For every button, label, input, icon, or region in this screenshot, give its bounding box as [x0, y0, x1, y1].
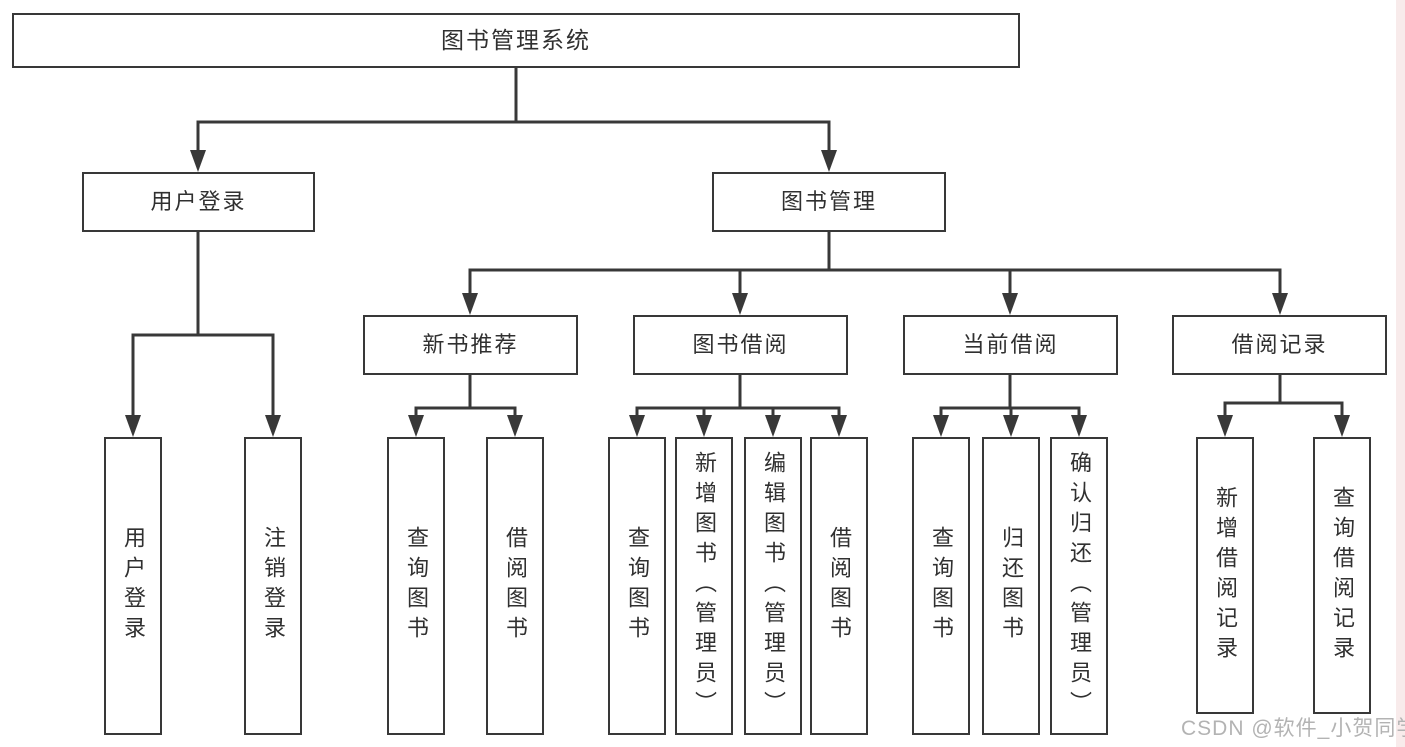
arrowhead	[1071, 415, 1087, 437]
leaf-bb-add-books-admin: 新增图书（管理员）	[675, 437, 733, 735]
arrowhead	[1272, 293, 1288, 315]
node-book-borrowing: 图书借阅	[633, 315, 848, 375]
arrowhead	[732, 293, 748, 315]
arrowhead	[125, 415, 141, 437]
arrowhead	[765, 415, 781, 437]
arrowhead	[821, 150, 837, 172]
leaf-br-add-record: 新增借阅记录	[1196, 437, 1254, 714]
node-library-system: 图书管理系统	[12, 13, 1020, 68]
arrowhead	[190, 150, 206, 172]
arrowhead	[265, 415, 281, 437]
arrowhead	[629, 415, 645, 437]
node-user-login: 用户登录	[82, 172, 315, 232]
arrowhead	[462, 293, 478, 315]
leaf-bb-edit-books-admin: 编辑图书（管理员）	[744, 437, 802, 735]
right-edge-strip	[1396, 0, 1405, 747]
leaf-br-query-record: 查询借阅记录	[1313, 437, 1371, 714]
arrowhead	[1003, 415, 1019, 437]
leaf-cb-return-books: 归还图书	[982, 437, 1040, 735]
arrowhead	[1217, 415, 1233, 437]
leaf-user-login: 用户登录	[104, 437, 162, 735]
leaf-bb-query-books: 查询图书	[608, 437, 666, 735]
leaf-logout-login: 注销登录	[244, 437, 302, 735]
arrowhead	[933, 415, 949, 437]
node-current-borrowing: 当前借阅	[903, 315, 1118, 375]
arrowhead	[1334, 415, 1350, 437]
leaf-cb-query-books: 查询图书	[912, 437, 970, 735]
leaf-nbr-borrow-books: 借阅图书	[486, 437, 544, 735]
leaf-bb-borrow-books: 借阅图书	[810, 437, 868, 735]
arrowhead	[696, 415, 712, 437]
arrowhead	[1002, 293, 1018, 315]
leaf-cb-confirm-return-admin: 确认归还（管理员）	[1050, 437, 1108, 735]
node-borrowing-records: 借阅记录	[1172, 315, 1387, 375]
node-book-management: 图书管理	[712, 172, 946, 232]
leaf-nbr-query-books: 查询图书	[387, 437, 445, 735]
arrowhead	[507, 415, 523, 437]
watermark-text: CSDN @软件_小贺同学	[1181, 717, 1405, 740]
arrowhead	[408, 415, 424, 437]
node-new-book-recommend: 新书推荐	[363, 315, 578, 375]
arrowhead	[831, 415, 847, 437]
